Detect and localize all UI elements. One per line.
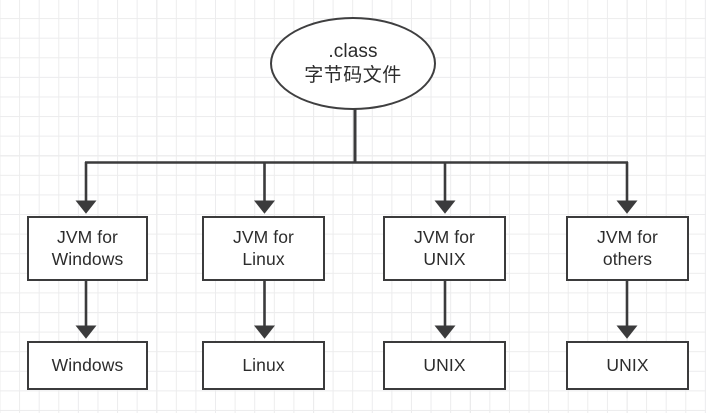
node-class-file[interactable]: .class 字节码文件 (270, 17, 436, 110)
node-class-file-line1: .class (328, 40, 378, 62)
node-os-linux-label: Linux (242, 354, 285, 375)
node-jvm-linux[interactable]: JVM for Linux (202, 216, 325, 281)
node-os-unix-label: UNIX (423, 354, 466, 375)
node-jvm-others-line2: others (602, 248, 653, 269)
node-jvm-unix-line1: JVM for (414, 226, 475, 247)
node-os-windows[interactable]: Windows (27, 341, 148, 390)
node-jvm-linux-line1: JVM for (233, 226, 294, 247)
node-os-linux[interactable]: Linux (202, 341, 325, 390)
node-jvm-others-line1: JVM for (597, 226, 658, 247)
node-jvm-unix[interactable]: JVM for UNIX (383, 216, 506, 281)
node-os-windows-label: Windows (51, 354, 124, 375)
node-jvm-windows-line2: Windows (51, 248, 124, 269)
node-os-unix-2-label: UNIX (606, 354, 649, 375)
node-jvm-windows-line1: JVM for (57, 226, 118, 247)
node-jvm-windows[interactable]: JVM for Windows (27, 216, 148, 281)
node-os-unix-2[interactable]: UNIX (566, 341, 689, 390)
node-jvm-unix-line2: UNIX (423, 248, 466, 269)
node-os-unix[interactable]: UNIX (383, 341, 506, 390)
node-class-file-line2: 字节码文件 (304, 63, 402, 86)
node-jvm-linux-line2: Linux (242, 248, 285, 269)
node-jvm-others[interactable]: JVM for others (566, 216, 689, 281)
